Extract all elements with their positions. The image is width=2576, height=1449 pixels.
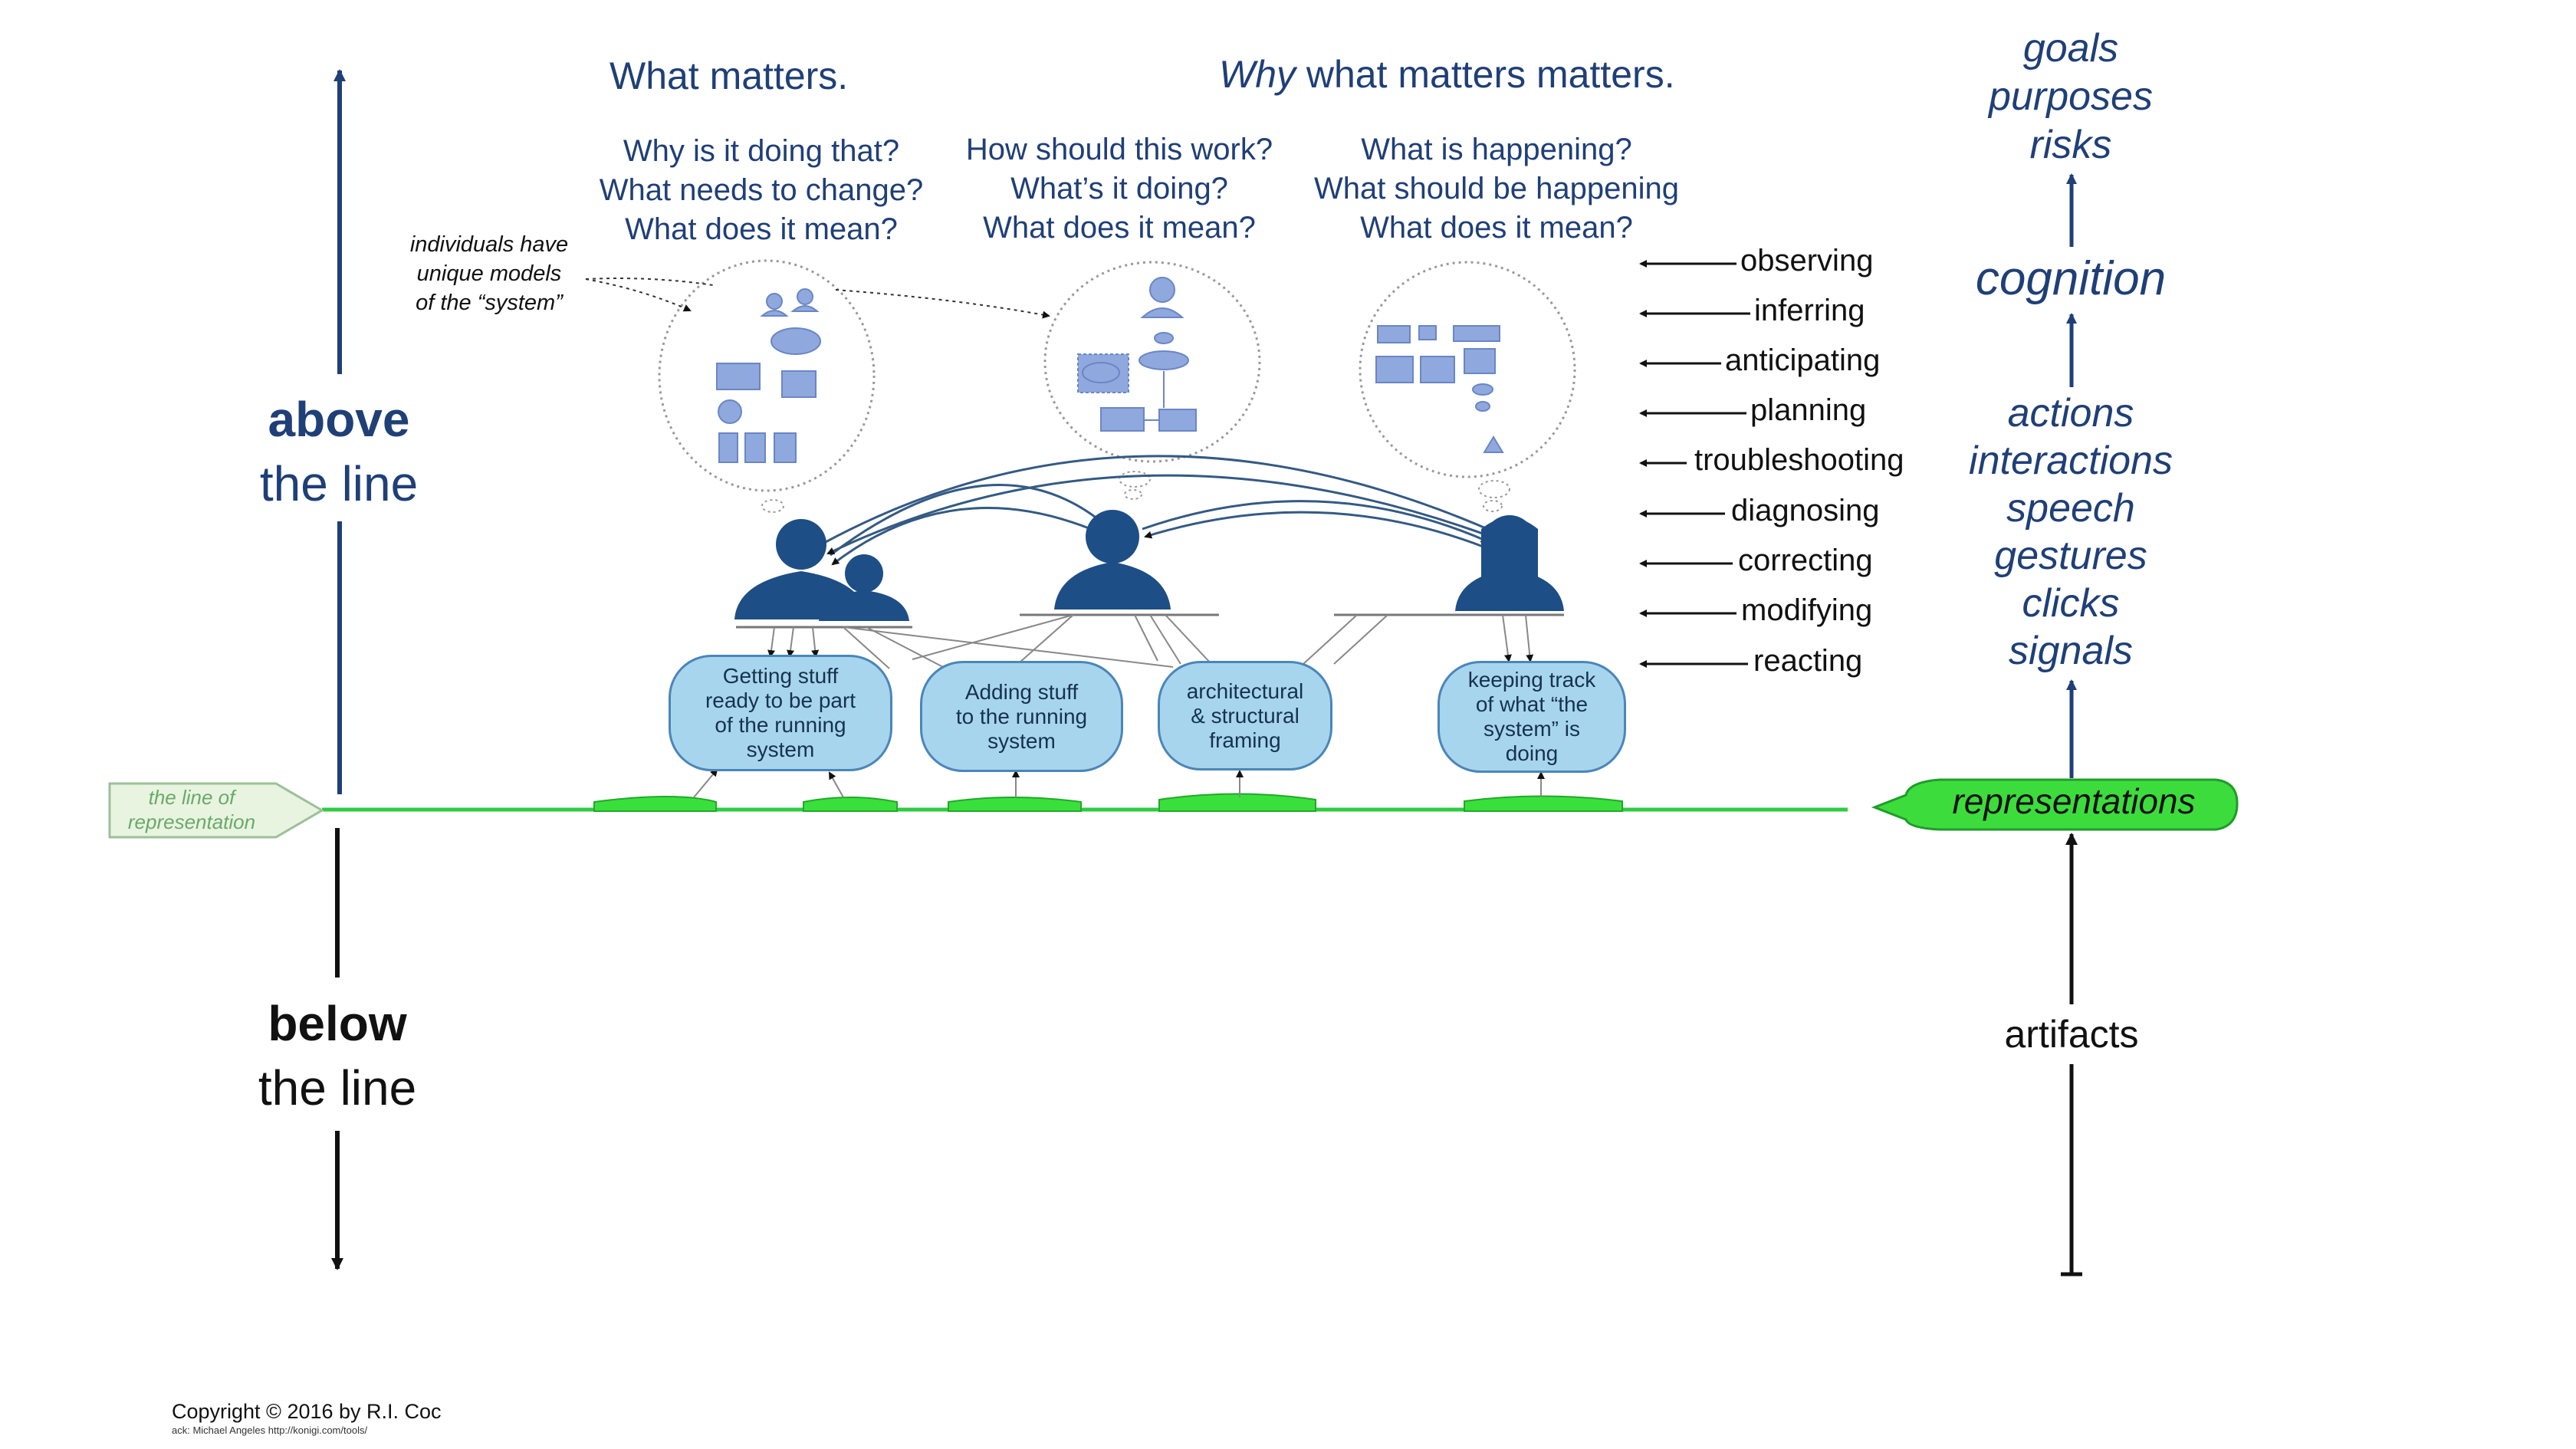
activity-troubleshooting: troubleshooting — [1694, 443, 1904, 477]
box-text: Adding stuff to the running system — [955, 679, 1088, 753]
note-line: unique models — [416, 261, 562, 286]
activity-modifying: modifying — [1741, 593, 1873, 627]
below-rest: the line — [258, 1060, 417, 1116]
why-word: Why — [1219, 53, 1296, 96]
question-group-1: Why is it doing that? What needs to chan… — [600, 132, 924, 249]
question: What’s it doing? — [1010, 172, 1228, 205]
thought-bubble-3 — [1359, 261, 1576, 512]
right-column-arrows — [2061, 173, 2082, 1276]
ack-text: ack: Michael Angeles http://konigi.com/t… — [172, 1424, 368, 1436]
question: How should this work? — [965, 133, 1273, 166]
above-rest: the line — [259, 456, 419, 511]
why-what-matters-title: Why what matters matters. — [1219, 52, 1675, 97]
question: What needs to change? — [599, 173, 924, 207]
representations-pill — [1871, 778, 2239, 831]
green-feet — [593, 793, 1623, 812]
question: What does it mean? — [983, 211, 1256, 245]
question: What does it mean? — [625, 212, 898, 246]
activity-diagnosing: diagnosing — [1731, 494, 1880, 527]
box-text: architectural & structural framing — [1186, 678, 1304, 752]
connector-lines — [693, 614, 1545, 798]
question-group-2: How should this work? What’s it doing? W… — [966, 130, 1273, 248]
why-rest: what matters matters. — [1296, 53, 1675, 96]
line-tag-text: representation — [127, 810, 256, 833]
line-tag-shape — [108, 782, 324, 839]
interaction-arcs — [823, 455, 1493, 566]
thought-bubble-1 — [658, 259, 876, 513]
box-architectural-framing: architectural & structural framing — [1158, 661, 1332, 770]
activity-anticipating: anticipating — [1725, 343, 1881, 377]
term-speech: speech — [2006, 486, 2135, 531]
box-keeping-track: keeping track of what “the system” is do… — [1438, 661, 1626, 773]
copyright-text: Copyright © 2016 by R.I. Coc — [172, 1400, 442, 1423]
activity-observing: observing — [1740, 244, 1874, 278]
question: What does it mean? — [1360, 211, 1633, 245]
below-word: below — [268, 996, 407, 1051]
above-word: above — [268, 392, 410, 447]
term-signals: signals — [2009, 629, 2133, 673]
representations-label: representations — [1952, 781, 2196, 821]
term-cognition: cognition — [1975, 252, 2167, 305]
activity-inferring: inferring — [1754, 294, 1865, 327]
question: Why is it doing that? — [623, 134, 900, 168]
term-clicks: clicks — [2022, 581, 2120, 626]
people-silhouettes — [734, 510, 1564, 621]
artifacts-label: artifacts — [2004, 1013, 2139, 1056]
term-risks: risks — [2029, 123, 2112, 167]
above-the-line-label: above the line — [260, 387, 418, 516]
question: What should be happening — [1314, 172, 1679, 205]
what-matters-title: What matters. — [610, 54, 849, 97]
right-middle-terms: actions interactions speech gestures cli… — [1969, 389, 2173, 675]
models-note: individuals have unique models of the “s… — [410, 230, 568, 317]
question: What is happening? — [1361, 133, 1632, 166]
term-goals: goals — [2022, 26, 2119, 71]
right-top-terms: goals purposes risks — [1989, 25, 2153, 169]
activity-arrows — [1639, 260, 1750, 668]
term-actions: actions — [2007, 391, 2134, 435]
line-tag-label: the line of representation — [128, 785, 255, 834]
box-text: Getting stuff ready to be part of the ru… — [705, 664, 856, 761]
activity-correcting: correcting — [1738, 544, 1873, 577]
below-the-line-label: below the line — [258, 991, 416, 1120]
note-line: of the “system” — [416, 291, 563, 315]
activity-planning: planning — [1750, 393, 1867, 427]
activity-reacting: reacting — [1753, 644, 1863, 678]
box-text: keeping track of what “the system” is do… — [1467, 668, 1596, 765]
box-adding-stuff: Adding stuff to the running system — [920, 661, 1123, 772]
thought-bubble-2 — [1043, 261, 1261, 500]
question-group-3: What is happening? What should be happen… — [1314, 130, 1679, 248]
box-getting-stuff-ready: Getting stuff ready to be part of the ru… — [669, 655, 892, 771]
note-pointer-lines — [585, 278, 1050, 319]
note-line: individuals have — [409, 232, 569, 257]
term-interactions: interactions — [1969, 439, 2173, 483]
term-purposes: purposes — [1989, 74, 2153, 119]
line-tag-text: the line of — [148, 786, 235, 809]
term-gestures: gestures — [1994, 534, 2147, 578]
